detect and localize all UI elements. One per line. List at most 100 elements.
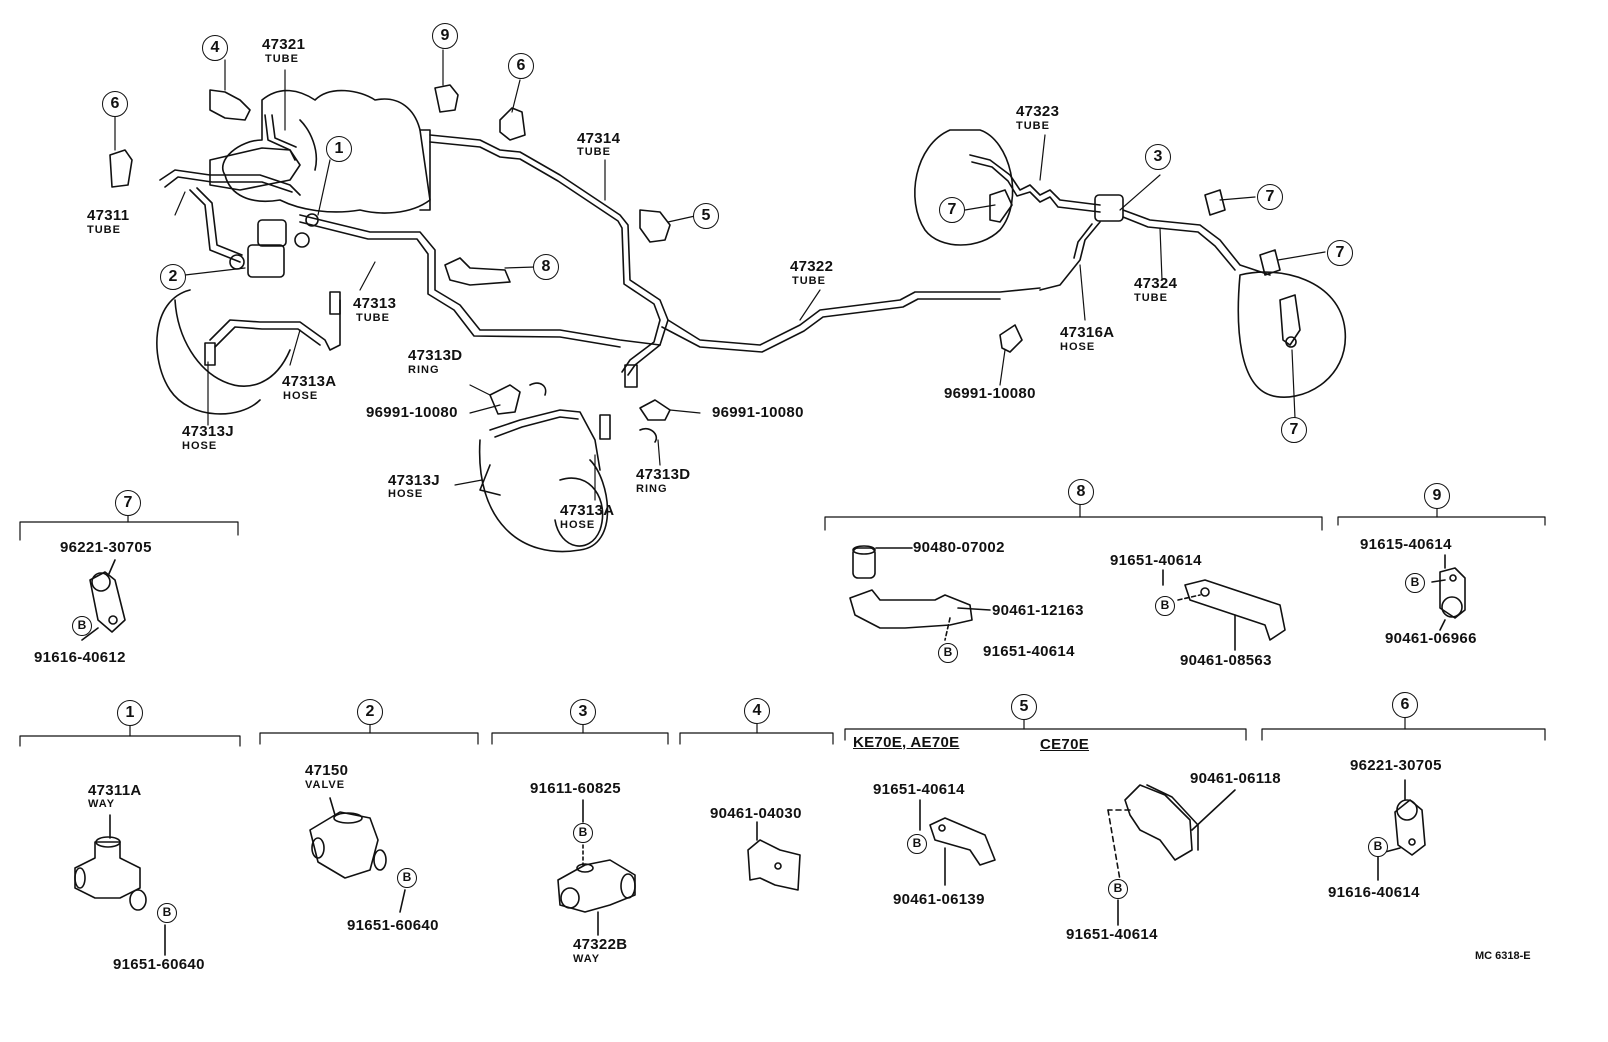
g8-detail (849, 545, 1286, 651)
bracket-callout-6-part (109, 149, 133, 188)
part-47313A-mid-number: 47313A (560, 502, 615, 519)
part-47314-number: 47314 (577, 130, 621, 147)
g6-detail (1377, 779, 1426, 881)
group-2-part-number: 47150 (305, 762, 349, 779)
part-47321-number: 47321 (262, 36, 306, 53)
group-3-callout: 3 (570, 699, 596, 725)
g2-detail (309, 797, 406, 913)
group-5-variant-b: CE70E (1040, 736, 1090, 753)
part-47323-number: 47323 (1016, 103, 1060, 120)
group-1-part-type: WAY (88, 798, 116, 810)
tube-47313-path (299, 214, 661, 348)
group-8-bracket-b-number: 90461-08563 (1180, 652, 1272, 669)
g4-detail (747, 821, 801, 891)
group-9-bolt-number: 91615-40614 (1360, 536, 1452, 553)
group-7-bolt-number: 91616-40612 (34, 649, 126, 666)
part-47313A-left-number: 47313A (282, 373, 337, 390)
front-left-brake (156, 289, 341, 415)
group-5-b-bolt-mark: B (1108, 879, 1128, 899)
group-2-bolt-number: 91651-60640 (347, 917, 439, 934)
part-47316A-number: 47316A (1060, 324, 1115, 341)
part-47313D-bot-type: RING (636, 483, 668, 495)
callout-1: 1 (326, 136, 352, 162)
tube-47321-path (264, 114, 297, 161)
group-2-callout: 2 (357, 699, 383, 725)
diagram-code: MC 6318-E (1475, 950, 1531, 962)
g7-detail (81, 559, 126, 641)
part-47313A-mid-type: HOSE (560, 519, 596, 531)
group-6-bolt-mark: B (1368, 837, 1388, 857)
part-47323-type: TUBE (1016, 120, 1050, 132)
group-5-b-clamp-number: 90461-06118 (1190, 770, 1281, 787)
group-8-bolt-mark-a: B (938, 643, 958, 663)
bracket-callout-8-part (444, 257, 511, 286)
bracket-callout-6b-part (499, 107, 526, 141)
rear-right-brake (914, 129, 1346, 398)
group-1-bolt-number: 91651-60640 (113, 956, 205, 973)
group-5-callout: 5 (1011, 694, 1037, 720)
group-1-bolt-mark: B (157, 903, 177, 923)
part-96991-b-number: 96991-10080 (712, 404, 804, 421)
group-2-bolt-mark: B (397, 868, 417, 888)
part-47311-number: 47311 (87, 207, 130, 224)
group-7-callout: 7 (115, 490, 141, 516)
group-6-clamp-number: 96221-30705 (1350, 757, 1442, 774)
callout-7-a: 7 (939, 197, 965, 223)
part-47322-number: 47322 (790, 258, 834, 275)
part-47313J-left-number: 47313J (182, 423, 234, 440)
bracket-callout-9-part (434, 84, 459, 113)
group-9-callout: 9 (1424, 483, 1450, 509)
part-47313D-top-number: 47313D (408, 347, 463, 364)
leader-lines (114, 49, 1326, 501)
bracket-callout-4-part (209, 89, 251, 121)
group-8-bolt-mark-b: B (1155, 596, 1175, 616)
group-4-part-number: 90461-04030 (710, 805, 802, 822)
part-47316A-type: HOSE (1060, 341, 1096, 353)
group-1-part-number: 47311A (88, 782, 142, 799)
callout-6-left: 6 (102, 91, 128, 117)
tube-47314-path (429, 134, 1041, 376)
callout-4: 4 (202, 35, 228, 61)
part-47313J-mid-type: HOSE (388, 488, 424, 500)
callout-7-b: 7 (1257, 184, 1283, 210)
group-9-bolt-mark: B (1405, 573, 1425, 593)
g1-detail (74, 814, 166, 956)
group-8-grommet-number: 90480-07002 (913, 539, 1005, 556)
part-96991-a-number: 96991-10080 (366, 404, 458, 421)
part-47313D-bot-number: 47313D (636, 466, 691, 483)
callout-7-d: 7 (1281, 417, 1307, 443)
group-6-bolt-number: 91616-40614 (1328, 884, 1420, 901)
callout-2: 2 (160, 264, 186, 290)
group-7-clamp-number: 96221-30705 (60, 539, 152, 556)
part-96991-c-number: 96991-10080 (944, 385, 1036, 402)
group-3-part-number: 47322B (573, 936, 628, 953)
part-47313A-left-type: HOSE (283, 390, 319, 402)
callout-9: 9 (432, 23, 458, 49)
callout-8: 8 (533, 254, 559, 280)
group-3-part-type: WAY (573, 953, 601, 965)
group-9-clamp-number: 90461-06966 (1385, 630, 1477, 647)
group-3-bolt-number: 91611-60825 (530, 780, 621, 797)
callout-3: 3 (1145, 144, 1171, 170)
g3-detail (557, 799, 636, 936)
rear-center-brake (478, 364, 638, 553)
group-5-b-bolt-number: 91651-40614 (1066, 926, 1158, 943)
group-frames (19, 504, 1546, 747)
group-5-a-clamp-number: 90461-06139 (893, 891, 985, 908)
group-5-a-bolt-mark: B (907, 834, 927, 854)
group-7-bolt-mark: B (72, 616, 92, 636)
master-cylinder-assembly (209, 89, 431, 214)
part-47324-type: TUBE (1134, 292, 1168, 304)
group-8-bracket-number: 90461-12163 (992, 602, 1084, 619)
group-6-callout: 6 (1392, 692, 1418, 718)
clip-parts (489, 324, 1023, 443)
group-8-bolt-a-number: 91651-40614 (983, 643, 1075, 660)
part-47313J-left-type: HOSE (182, 440, 218, 452)
group-8-bolt-b-number: 91651-40614 (1110, 552, 1202, 569)
part-47313-number: 47313 (353, 295, 397, 312)
part-47313D-top-type: RING (408, 364, 440, 376)
group-8-callout: 8 (1068, 479, 1094, 505)
g9-detail (1431, 554, 1466, 631)
